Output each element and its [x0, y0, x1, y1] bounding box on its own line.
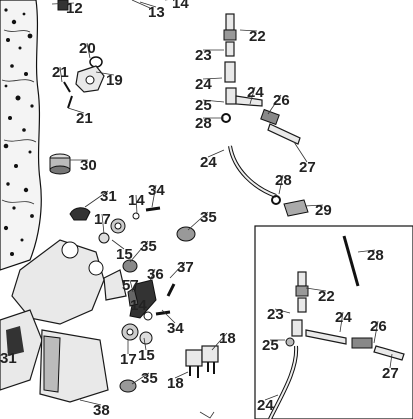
callout-c18b: 18 [167, 375, 184, 392]
callout-c20: 20 [79, 40, 96, 57]
callout-c35a: 35 [200, 209, 217, 226]
callout-c25a: 25 [195, 97, 212, 114]
callout-c15a: 15 [116, 246, 133, 263]
leader-c26a [267, 94, 282, 115]
leader-c17a [101, 213, 105, 235]
callout-c17b: 17 [120, 351, 137, 368]
callout-c29: 29 [315, 202, 332, 219]
leader-c34b [161, 309, 176, 324]
part-12-13 [57, 0, 151, 11]
callout-c17a: 17 [94, 211, 111, 228]
leader-c12 [51, 2, 75, 5]
engine-block [0, 0, 42, 271]
leader-c19 [95, 71, 115, 76]
callout-c13: 13 [148, 4, 165, 21]
fuel-fitting-assembly-top [221, 13, 309, 217]
callout-c36: 36 [147, 266, 164, 283]
leader-c37 [169, 261, 186, 279]
callout-c24b: 24 [247, 84, 264, 101]
callout-c27b: 27 [382, 365, 399, 382]
leader-c24a [202, 77, 223, 80]
callout-c23a: 23 [195, 47, 212, 64]
inset-detail-box [254, 225, 413, 419]
callout-c21a: 21 [52, 64, 69, 81]
callout-c15b: 15 [138, 347, 155, 364]
part-30-plug [49, 153, 71, 175]
leader-c15b [143, 337, 147, 351]
callout-c24e: 24 [257, 397, 274, 414]
callout-c12: 12 [66, 0, 83, 17]
leader-c36 [146, 268, 156, 289]
callout-c22a: 22 [249, 28, 266, 45]
callout-leaders [7, 0, 393, 406]
leader-c24e [264, 394, 279, 401]
callout-c35b: 35 [140, 238, 157, 255]
leader-c21a [59, 66, 63, 83]
leader-c35b [129, 240, 149, 263]
callout-c34b: 34 [167, 320, 184, 337]
mount-bracket [0, 239, 127, 403]
leader-c35c [131, 372, 150, 385]
leader-c24b [249, 86, 256, 105]
callout-c18a: 18 [219, 330, 236, 347]
callout-c19: 19 [106, 72, 123, 89]
leader-c20 [86, 42, 91, 59]
callout-c25b: 25 [262, 337, 279, 354]
leader-c29 [304, 204, 324, 207]
callout-c37: 37 [177, 259, 194, 276]
leader-c38 [79, 399, 102, 406]
callout-c31b: 31 [0, 350, 17, 367]
leader-c18a [211, 332, 228, 351]
part-18-connectors [185, 345, 219, 419]
leader-c25a [202, 99, 225, 103]
callout-c30: 30 [80, 157, 97, 174]
part-19-housing [63, 56, 105, 109]
leader-c14b [137, 299, 141, 314]
callout-c28a: 28 [195, 115, 212, 132]
leader-c22b [305, 287, 327, 292]
callout-c14b: 14 [130, 297, 147, 314]
lower-small-parts [119, 279, 176, 393]
callout-c57: 57 [122, 277, 139, 294]
leader-c24c [207, 149, 225, 158]
callout-c14top: 14 [172, 0, 189, 12]
leader-c24d [339, 311, 344, 333]
leader-c26b [373, 320, 379, 344]
callout-c27a: 27 [299, 159, 316, 176]
callout-c24a: 24 [195, 76, 212, 93]
leader-c28b [278, 174, 284, 195]
callout-c21b: 21 [76, 110, 93, 127]
leader-c23b [274, 308, 291, 314]
callout-c26a: 26 [273, 92, 290, 109]
leader-c28c [357, 249, 376, 253]
leader-c18b [174, 371, 189, 379]
callout-c14a: 14 [128, 192, 145, 209]
leader-c35a [187, 211, 209, 231]
leader-c57 [129, 279, 134, 293]
callout-c28b: 28 [275, 172, 292, 189]
leader-c34a [151, 184, 157, 208]
leader-c13 [139, 1, 157, 8]
callout-c24d: 24 [335, 309, 352, 326]
callout-c35c: 35 [141, 370, 158, 387]
callout-c34a: 34 [148, 182, 165, 199]
leader-c31a [84, 190, 109, 208]
callout-c23b: 23 [267, 306, 284, 323]
callout-c26b: 26 [370, 318, 387, 335]
callout-c28c: 28 [367, 247, 384, 264]
callout-c22b: 22 [318, 288, 335, 305]
leader-c15a [111, 239, 125, 250]
callout-c38: 38 [93, 402, 110, 419]
leader-c14a [135, 194, 138, 215]
leader-c27b [389, 353, 393, 369]
bracket-cluster [69, 206, 196, 273]
callout-c31a: 31 [100, 188, 117, 205]
leader-c21b [67, 107, 85, 114]
leader-c27a [293, 141, 308, 163]
leader-c22a [239, 29, 258, 32]
callout-c24c: 24 [200, 154, 217, 171]
callout-labels: 12 13 14 22 20 23 21 19 24 24 26 25 21 28 24 30 27 28 31 14… [0, 0, 399, 419]
